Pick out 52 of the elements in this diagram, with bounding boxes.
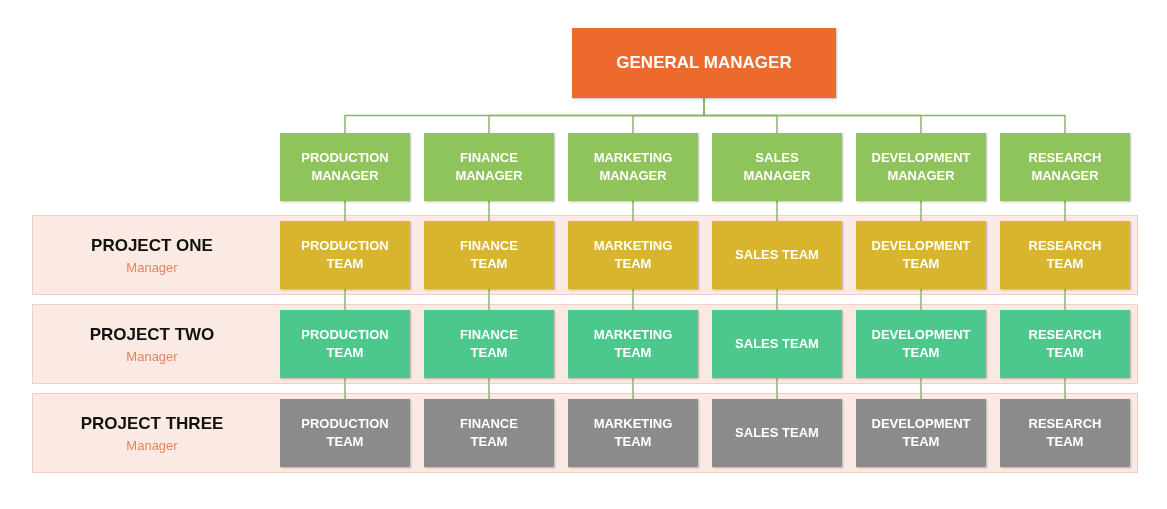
connector-line [632,200,634,222]
connector-line [776,377,778,400]
connector-line [776,200,778,222]
connector-line [488,288,490,311]
team-box: MARKETING TEAM [568,221,698,289]
manager-box: RESEARCH MANAGER [1000,133,1130,201]
connector-line [344,288,346,311]
team-box: DEVELOPMENT TEAM [856,399,986,467]
connector-line [1064,288,1066,311]
role-label: Manager [125,438,179,453]
project-title: PROJECT ONE [90,236,214,256]
connector-line [488,200,490,222]
connector-line [632,377,634,400]
manager-box: GENERAL MANAGER [572,28,836,98]
team-box: PRODUCTION TEAM [280,399,410,467]
team-box: DEVELOPMENT TEAM [856,310,986,378]
connector-line [776,288,778,311]
manager-box: DEVELOPMENT MANAGER [856,133,986,201]
connector-line [488,377,490,400]
manager-box: PRODUCTION MANAGER [280,133,410,201]
project-band [32,215,1138,295]
connector-line [344,377,346,400]
team-box: MARKETING TEAM [568,310,698,378]
team-box: PRODUCTION TEAM [280,221,410,289]
team-box: SALES TEAM [712,399,842,467]
project-title: PROJECT TWO [88,325,216,345]
team-box: FINANCE TEAM [424,399,554,467]
connector-line [920,200,922,222]
manager-box: MARKETING MANAGER [568,133,698,201]
team-box: RESEARCH TEAM [1000,221,1130,289]
connector-line [632,288,634,311]
connector-line [920,377,922,400]
project-title: PROJECT THREE [79,414,225,434]
connector-line [920,288,922,311]
manager-box: SALES MANAGER [712,133,842,201]
project-band [32,393,1138,473]
role-label: Manager [125,349,179,364]
team-box: RESEARCH TEAM [1000,310,1130,378]
team-box: RESEARCH TEAM [1000,399,1130,467]
project-band [32,304,1138,384]
connector-line [344,200,346,222]
connector-line [1064,200,1066,222]
team-box: MARKETING TEAM [568,399,698,467]
team-box: SALES TEAM [712,221,842,289]
team-box: SALES TEAM [712,310,842,378]
team-box: DEVELOPMENT TEAM [856,221,986,289]
team-box: PRODUCTION TEAM [280,310,410,378]
team-box: FINANCE TEAM [424,310,554,378]
role-label: Manager [125,260,179,275]
manager-box: FINANCE MANAGER [424,133,554,201]
team-box: FINANCE TEAM [424,221,554,289]
connector-line [1064,377,1066,400]
